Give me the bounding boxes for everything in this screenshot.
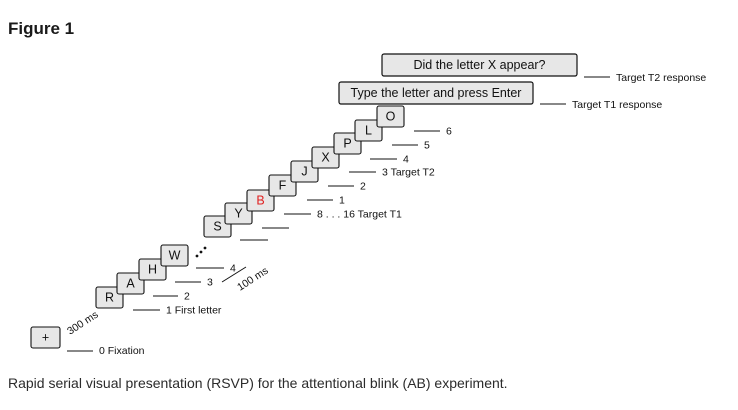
stimulus-card-10: X (311, 146, 340, 169)
stimulus-letter: O (386, 109, 396, 123)
stimulus-card-3: H (138, 258, 167, 281)
stimulus-label: 8 . . . 16 Target T1 (317, 209, 402, 221)
stimulus-card-12: L (354, 119, 383, 142)
stimulus-letter: S (213, 219, 221, 233)
stimulus-letter: H (148, 262, 157, 276)
fixation-label: 0 Fixation (99, 345, 145, 357)
stimulus-letter: W (169, 248, 181, 262)
stimulus-label: 2 (360, 181, 366, 193)
fixation-card: + (30, 326, 61, 349)
stimulus-label: 3 Target T2 (382, 167, 435, 179)
t2-response-prompt: Did the letter X appear? (381, 53, 578, 77)
stimulus-label: 6 (446, 126, 452, 138)
stimulus-label: 3 (207, 277, 213, 289)
figure-heading: Figure 1 (8, 19, 75, 38)
stimulus-duration-label: 300 ms (65, 309, 100, 338)
stimulus-card-9: J (290, 160, 319, 183)
stimulus-card-11: P (333, 132, 362, 155)
stimulus-letter: A (126, 276, 135, 290)
figure-caption: Rapid serial visual presentation (RSVP) … (8, 375, 508, 391)
stimulus-letter: B (256, 193, 264, 207)
stimulus-letter: L (365, 123, 372, 137)
stimulus-letter: J (301, 164, 307, 178)
stimulus-card-6: Y (224, 202, 253, 225)
t2-prompt-text: Did the letter X appear? (413, 58, 545, 72)
stimulus-letter: X (321, 150, 330, 164)
isi-duration-label: 100 ms (235, 265, 270, 294)
stimulus-letter: F (279, 178, 287, 192)
rsvp-diagram: + 0 Fixation 300 ms 100 ms R 1 First lett… (30, 53, 706, 357)
stimulus-card-7: B (246, 189, 275, 212)
stimulus-card-8: F (268, 174, 297, 197)
stimulus-label: 2 (184, 291, 190, 303)
stimulus-card-5: S (203, 215, 232, 238)
stimulus-card-1: R (95, 286, 124, 309)
stimulus-letter: R (105, 290, 114, 304)
t1-response-prompt: Type the letter and press Enter (338, 81, 534, 105)
fixation-symbol: + (42, 330, 49, 344)
stimulus-label: 5 (424, 140, 430, 152)
stimulus-label: 1 First letter (166, 305, 222, 317)
t1-response-label: Target T1 response (572, 99, 662, 111)
t2-response-label: Target T2 response (616, 72, 706, 84)
stimulus-letter: P (343, 136, 351, 150)
stimulus-card-2: A (116, 272, 145, 295)
stimulus-letter: Y (234, 206, 243, 220)
stimulus-card-13: O (376, 105, 405, 128)
t1-prompt-text: Type the letter and press Enter (351, 86, 522, 100)
stimulus-label: 1 (339, 195, 345, 207)
stimulus-label: 4 (230, 263, 236, 275)
stimulus-card-4: W (160, 244, 189, 267)
stimulus-label: 4 (403, 154, 409, 166)
ellipsis-dots (195, 246, 207, 258)
